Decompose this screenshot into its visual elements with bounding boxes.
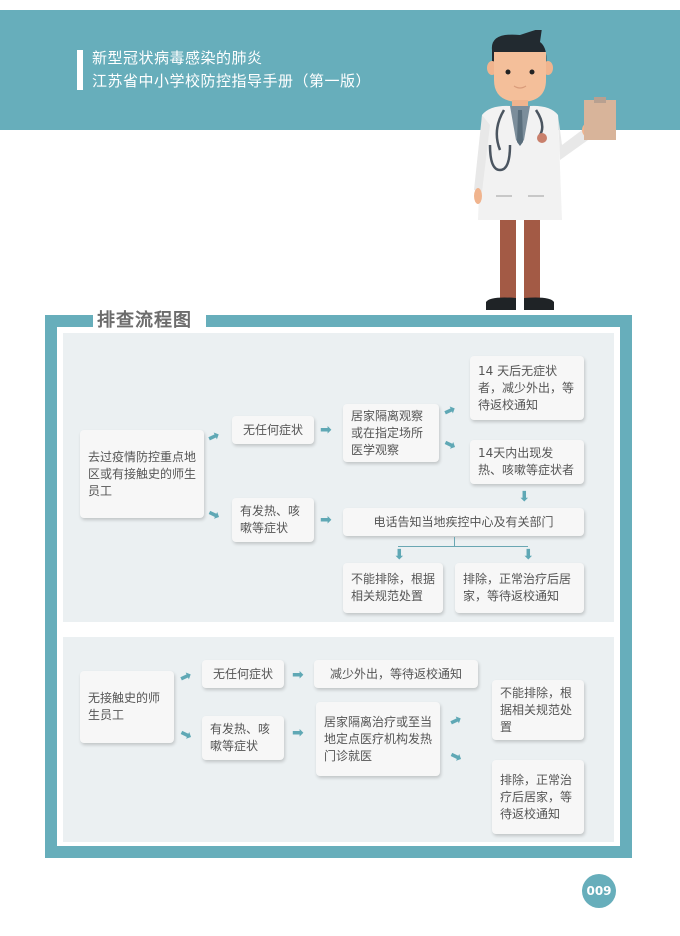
flow-box-text: 无任何症状 (242, 422, 303, 437)
flow-box-text: 不能排除，根据相关规范处置 (500, 685, 573, 734)
flow-box-home-treatment: 居家隔离治疗或至当地定点医疗机构发热门诊就医 (316, 702, 440, 776)
header-title-line2: 江苏省中小学校防控指导手册（第一版） (92, 72, 372, 90)
flowchart-title: 排查流程图 (97, 310, 192, 331)
flow-box-text: 14天内出现发热、咳嗽等症状者 (478, 446, 575, 477)
flow-box-cannot-exclude-2: 不能排除，根据相关规范处置 (492, 680, 584, 740)
frame-border-top-left (45, 315, 93, 327)
flow-box-home-observation: 居家隔离观察或在指定场所医学观察 (343, 404, 439, 462)
header-title-line1: 新型冠状病毒感染的肺炎 (92, 49, 263, 67)
arrow-right-icon: ➡ (292, 667, 304, 683)
flow-box-text: 14 天后无症状者，减少外出，等待返校通知 (478, 363, 575, 412)
flow-box-has-symptoms-2: 有发热、咳嗽等症状 (202, 716, 284, 760)
arrow-right-icon: ➡ (320, 512, 332, 528)
flow-box-text: 去过疫情防控重点地区或有接触史的师生员工 (88, 449, 197, 498)
flow-box-text: 无任何症状 (212, 666, 273, 681)
flow-box-text: 不能排除，根据相关规范处置 (351, 572, 436, 603)
flow-box-start-contact: 去过疫情防控重点地区或有接触史的师生员工 (80, 430, 204, 518)
flow-box-after-14-days: 14 天后无症状者，减少外出，等待返校通知 (470, 356, 584, 420)
arrow-right-icon: ➡ (320, 422, 332, 438)
flow-box-reduce-outings: 减少外出，等待返校通知 (314, 660, 478, 688)
frame-border-bottom (45, 846, 632, 858)
page-number: 009 (586, 884, 612, 898)
flow-box-no-symptoms: 无任何症状 (232, 416, 314, 444)
flow-box-no-symptoms-2: 无任何症状 (202, 660, 284, 688)
flow-box-text: 居家隔离观察或在指定场所医学观察 (351, 408, 424, 457)
page-number-badge: 009 (582, 874, 616, 908)
flow-box-text: 电话告知当地疾控中心及有关部门 (373, 514, 554, 529)
flow-box-text: 有发热、咳嗽等症状 (240, 504, 301, 535)
arrow-down-icon: ➡ (519, 548, 536, 560)
flow-box-text: 无接触史的师生员工 (88, 691, 161, 722)
header-title: 新型冠状病毒感染的肺炎 江苏省中小学校防控指导手册（第一版） (92, 47, 371, 93)
flow-box-within-14-days: 14天内出现发热、咳嗽等症状者 (470, 440, 584, 484)
arrow-down-icon: ➡ (515, 490, 532, 502)
flow-box-notify-cdc: 电话告知当地疾控中心及有关部门 (343, 508, 584, 536)
flow-box-start-no-contact: 无接触史的师生员工 (80, 671, 174, 743)
flow-box-excluded: 排除，正常治疗后居家，等待返校通知 (455, 563, 584, 613)
doctor-illustration (474, 30, 616, 310)
frame-border-right (620, 315, 632, 858)
flow-box-cannot-exclude: 不能排除，根据相关规范处置 (343, 563, 443, 613)
connector-line (398, 546, 528, 547)
header-banner (0, 10, 680, 130)
flow-box-text: 排除，正常治疗后居家，等待返校通知 (500, 772, 573, 821)
frame-border-left (45, 315, 57, 858)
frame-border-top-right (206, 315, 632, 327)
arrow-down-icon: ➡ (390, 548, 407, 560)
header-accent-bar (77, 50, 83, 90)
flow-box-text: 减少外出，等待返校通知 (329, 666, 462, 681)
flow-box-excluded-2: 排除，正常治疗后居家，等待返校通知 (492, 760, 584, 834)
arrow-right-icon: ➡ (292, 725, 304, 741)
flow-box-text: 居家隔离治疗或至当地定点医疗机构发热门诊就医 (324, 714, 433, 763)
connector-line (454, 537, 455, 547)
flow-box-has-symptoms: 有发热、咳嗽等症状 (232, 498, 314, 542)
flow-box-text: 有发热、咳嗽等症状 (210, 722, 271, 753)
flow-box-text: 排除，正常治疗后居家，等待返校通知 (463, 572, 572, 603)
